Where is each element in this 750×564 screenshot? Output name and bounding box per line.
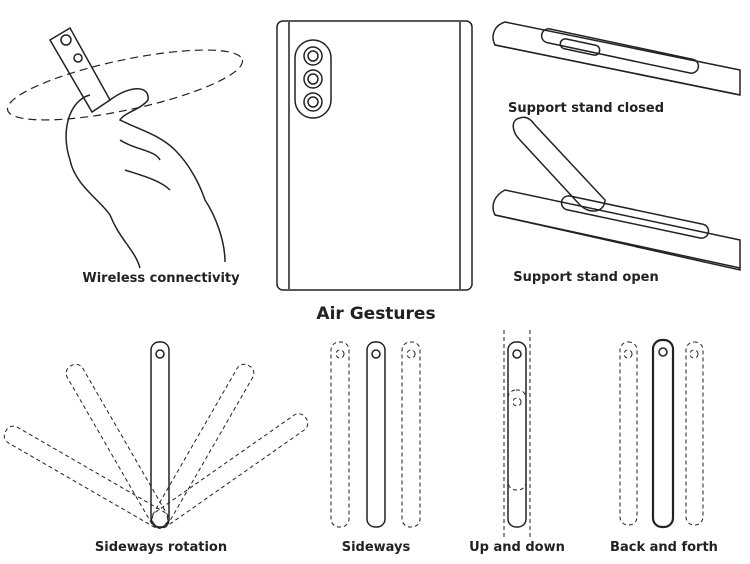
stand-closed-label: Support stand closed [507, 101, 665, 116]
back-forth-label: Back and forth [610, 540, 718, 555]
stand-open-drawing [492, 116, 741, 271]
sideways-label: Sideways [341, 540, 411, 555]
up-down-label: Up and down [469, 540, 565, 555]
air-gestures-title: Air Gestures [316, 304, 436, 324]
hand-holding-pen-drawing [6, 26, 244, 269]
up-down-drawing [503, 330, 531, 540]
sideways-drawing [330, 341, 421, 528]
sideways-rotation-label: Sideways rotation [94, 540, 228, 555]
back-forth-drawing [619, 338, 704, 529]
wireless-connectivity-label: Wireless connectivity [82, 271, 240, 286]
stand-open-label: Support stand open [513, 270, 659, 285]
stand-closed-drawing [492, 21, 741, 96]
sideways-rotation-drawing [3, 341, 309, 529]
phone-back-drawing [276, 20, 473, 291]
